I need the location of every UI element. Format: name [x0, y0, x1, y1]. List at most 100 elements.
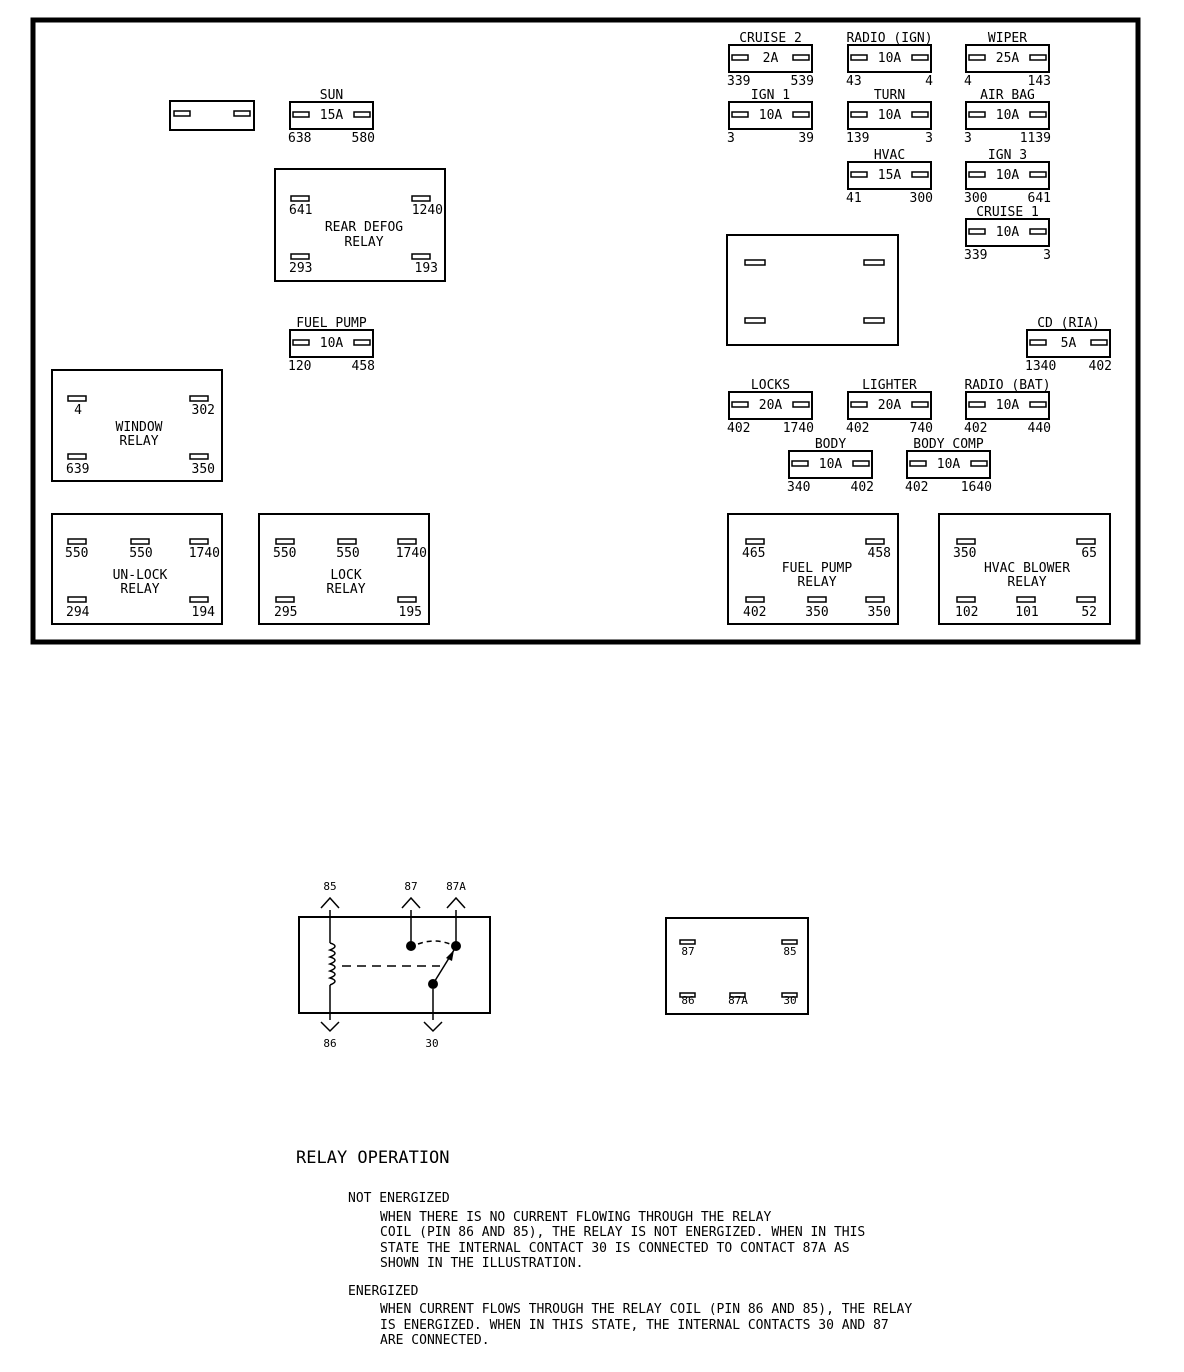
relay-operation-text: RELAY OPERATION NOT ENERGIZED WHEN THERE…: [296, 1148, 912, 1348]
fuse-circuit-left: 3: [727, 131, 735, 146]
fuse-terminal: [850, 111, 868, 118]
fuse-body: [906, 450, 991, 479]
fuse-terminal: [292, 111, 310, 118]
fuse-circuit-right: 39: [798, 131, 814, 146]
fuse-name: IGN 3: [988, 148, 1027, 163]
fuse-circuit-left: 43: [846, 74, 862, 89]
relay-name: UN-LOCK: [113, 568, 168, 583]
pin-label-87a: 87A: [728, 994, 748, 1007]
fuse-body: [728, 101, 813, 130]
fuse-body: [847, 391, 932, 420]
fuse-body: [1026, 329, 1111, 358]
pin-label-85: 85: [323, 880, 336, 893]
energized-line: IS ENERGIZED. WHEN IN THIS STATE, THE IN…: [380, 1318, 889, 1333]
lock-relay: 550 550 1740 LOCK RELAY 295 195: [258, 513, 430, 625]
fuse-rating: 2A: [763, 51, 779, 66]
unlock-relay: 550 550 1740 UN-LOCK RELAY 294 194: [51, 513, 223, 625]
fuse-body: [965, 391, 1050, 420]
fuse-rating: 10A: [996, 168, 1020, 183]
fuse-circuit-right: 402: [1089, 359, 1112, 374]
pin-label: 295: [274, 605, 297, 620]
fuse-terminal: [731, 111, 749, 118]
pin-label-30: 30: [783, 994, 796, 1007]
pin-label-85: 85: [783, 945, 796, 958]
relay-name: WINDOW: [116, 420, 163, 435]
pin-label: 194: [192, 605, 216, 620]
fuse-terminal: [792, 54, 810, 61]
fuse-circuit-right: 300: [910, 191, 933, 206]
pin-label: 550: [129, 546, 152, 561]
fuse-terminal: [850, 171, 868, 178]
not-energized-line: WHEN THERE IS NO CURRENT FLOWING THROUGH…: [380, 1210, 772, 1225]
pin-label: 550: [336, 546, 359, 561]
fuse-circuit-right: 458: [352, 359, 375, 374]
fuse-name: AIR BAG: [980, 88, 1035, 103]
fuse-circuit-right: 1139: [1020, 131, 1051, 146]
fuse-rating: 10A: [996, 108, 1020, 123]
fuse-circuit-right: 3: [925, 131, 933, 146]
energized-line: WHEN CURRENT FLOWS THROUGH THE RELAY COI…: [380, 1302, 912, 1317]
pin-label-87a: 87A: [446, 880, 466, 893]
fuse-terminal: [1029, 111, 1047, 118]
fuse-body: [289, 329, 374, 358]
fuse-terminal: [909, 460, 927, 467]
pin-label: 193: [415, 261, 438, 276]
fuse-rating: 10A: [996, 225, 1020, 240]
fuse-terminal: [1029, 228, 1047, 235]
fuse-terminal: [791, 460, 809, 467]
fuse-rating: 10A: [996, 398, 1020, 413]
relay-name: HVAC BLOWER: [984, 561, 1070, 576]
window-relay: 4 302 WINDOW RELAY 639 350: [51, 369, 223, 482]
fuse-terminal: [968, 54, 986, 61]
fuse-name: CRUISE 1: [976, 205, 1039, 220]
pin-label: 350: [805, 605, 828, 620]
relay-name: RELAY: [120, 582, 159, 597]
fuse-circuit-right: 580: [352, 131, 375, 146]
fuse-rating: 15A: [320, 108, 344, 123]
pin-label: 195: [399, 605, 422, 620]
fuse-terminal: [1029, 339, 1047, 346]
energized-title: ENERGIZED: [348, 1284, 419, 1299]
pin-label: 550: [273, 546, 296, 561]
fuse-terminal: [1090, 339, 1108, 346]
rear-defog-relay: 641 1240 REAR DEFOG RELAY 293 193: [274, 168, 446, 282]
fuse-name: LIGHTER: [862, 378, 917, 393]
fuse-circuit-left: 300: [964, 191, 987, 206]
fuse-terminal: [731, 401, 749, 408]
relay-pinout: 87 85 86 87A 30: [665, 917, 809, 1015]
fuse-circuit-right: 440: [1028, 421, 1051, 436]
fuse-terminal: [911, 111, 929, 118]
fuse-circuit-left: 402: [846, 421, 869, 436]
fuse-body: [728, 391, 813, 420]
pin-label: 65: [1081, 546, 1097, 561]
fuse-circuit-left: 402: [964, 421, 987, 436]
pin-label: 639: [66, 462, 89, 477]
fuse-terminal: [353, 111, 371, 118]
pin-label: 294: [66, 605, 90, 620]
pin-label: 550: [65, 546, 88, 561]
pin-label: 293: [289, 261, 312, 276]
not-energized-line: SHOWN IN THE ILLUSTRATION.: [380, 1256, 584, 1271]
pin-label: 465: [742, 546, 765, 561]
relay-name: RELAY: [1007, 575, 1046, 590]
relay-schematic: 85 87 87A 86 30: [298, 880, 491, 1050]
fuse-rating: 5A: [1061, 336, 1077, 351]
fuse-circuit-right: 4: [925, 74, 933, 89]
not-energized-line: STATE THE INTERNAL CONTACT 30 IS CONNECT…: [380, 1241, 850, 1256]
fuse-body: [847, 101, 932, 130]
fuse-circuit-left: 638: [288, 131, 311, 146]
fuse-circuit-right: 3: [1043, 248, 1051, 263]
fuse-body: [965, 101, 1050, 130]
relay-name: RELAY: [326, 582, 365, 597]
